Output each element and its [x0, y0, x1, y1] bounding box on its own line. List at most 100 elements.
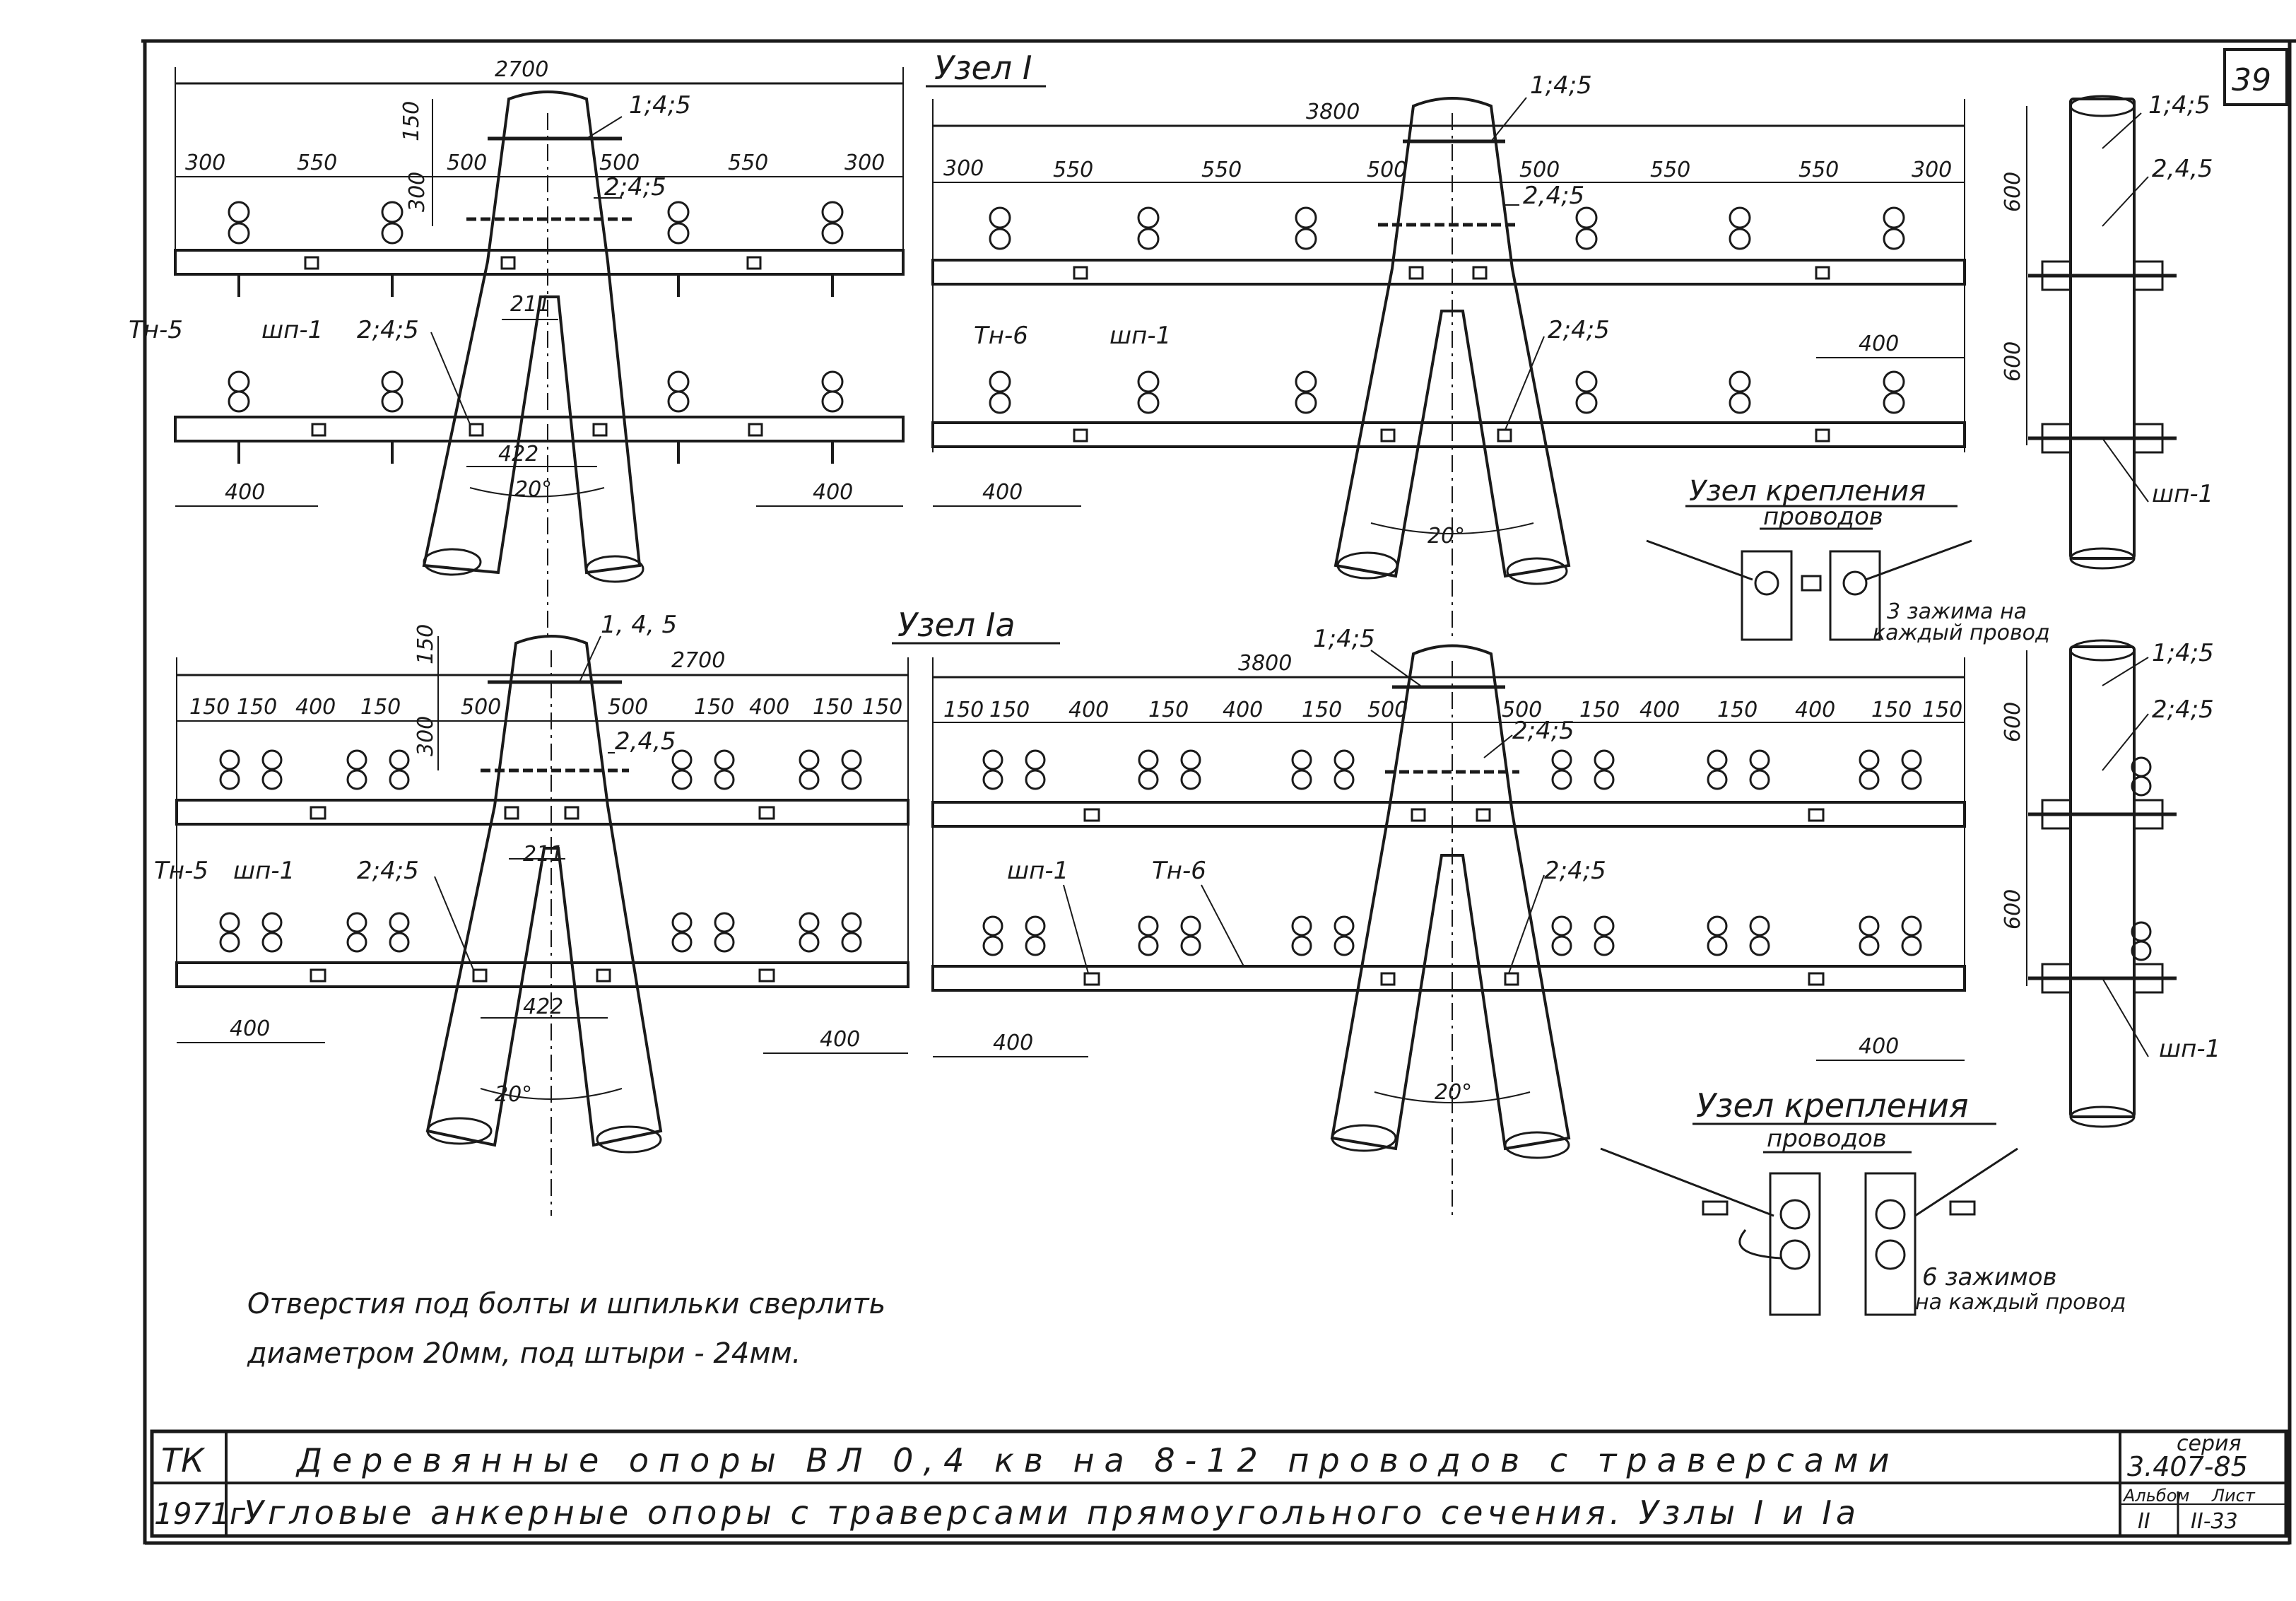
dim-4: 150 [360, 695, 401, 720]
label-tn: Тн-5 [154, 857, 208, 885]
callout-bolt2: 2,4,5 [615, 727, 676, 756]
vdim-150: 150 [399, 101, 424, 141]
node-title-top: Узел I [934, 49, 1032, 87]
callout-2: 2,4,5 [2152, 155, 2213, 183]
dim-3: 500 [447, 151, 487, 175]
width-dim: 2700 [495, 57, 548, 82]
dim-6: 300 [844, 151, 885, 175]
album-label: Альбом [2122, 1486, 2190, 1506]
callout-top-bolt: 1;4;5 [1313, 625, 1375, 653]
callout-top-bolt: 1, 4, 5 [601, 611, 677, 639]
callout-top-bolt: 1;4;5 [629, 91, 691, 119]
width-dim: 3800 [1306, 100, 1360, 124]
vdim-300: 300 [413, 716, 438, 756]
dim-4: 150 [1148, 698, 1189, 722]
callout-dist: 211 [523, 842, 563, 867]
callout-bolt3: 2;4;5 [357, 857, 419, 885]
callout-dist: 211 [510, 292, 551, 317]
series-label: серия [2177, 1431, 2242, 1456]
sub-title: Угловые анкерные опоры с траверсами прям… [244, 1494, 1860, 1532]
dim-5: 400 [1223, 698, 1263, 722]
dim-11: 150 [1717, 698, 1758, 722]
vdim-300: 300 [405, 172, 430, 212]
bottom-side-view: 600 600 1;4;5 2;4;5 шп-1 [2001, 639, 2220, 1128]
callout-top-bolt: 1;4;5 [1530, 71, 1592, 100]
top-side-view: 600 600 1;4;5 2,4,5 шп-1 [2001, 91, 2213, 570]
dim-5: 500 [461, 695, 501, 720]
dim-1: 150 [189, 695, 230, 720]
dim-1: 300 [943, 156, 984, 181]
dim-2: 550 [1053, 158, 1093, 182]
dim-7: 500 [1367, 698, 1408, 722]
bottom-left-dim: 400 [225, 480, 265, 505]
bottom-left-assembly: 2700 150 150 400 150 500 500 150 400 150… [154, 611, 909, 1216]
callout-1: 1;4;5 [2152, 639, 2214, 667]
dim-2: 150 [237, 695, 277, 720]
label-shp: шп-1 [233, 857, 295, 885]
callout-bolt3: 2;4;5 [357, 316, 419, 344]
top-left-assembly: 2700 300 550 500 500 550 300 150 300 [129, 57, 905, 636]
series-value: 3.407-85 [2127, 1451, 2248, 1482]
bottom-left-dim: 400 [993, 1031, 1033, 1055]
dim-3: 550 [1201, 158, 1242, 182]
note-line-1: Отверстия под болты и шпильки сверлить [247, 1288, 885, 1320]
label-tn: Тн-5 [129, 316, 183, 344]
insulator-row-bottom [228, 370, 844, 413]
callout-2: 2;4;5 [2152, 696, 2214, 724]
year: 1971г. [154, 1496, 254, 1531]
vdim-2: 600 [2001, 889, 2025, 929]
dim-4: 500 [1367, 158, 1407, 182]
gap-dim: 422 [498, 442, 538, 467]
bottom-right-dim: 400 [820, 1027, 860, 1052]
vdim-150: 150 [413, 624, 438, 664]
angle: 20° [1427, 524, 1465, 549]
insulator-row-top [989, 206, 1905, 250]
label-shp: шп-1 [1109, 322, 1171, 350]
mid-dim-400: 400 [1859, 332, 1899, 356]
callout-bolt3: 2;4;5 [1544, 857, 1606, 885]
bottom-left-dim: 400 [982, 480, 1023, 505]
detail-note-2: каждый провод [1873, 621, 2050, 645]
dim-9: 150 [813, 695, 853, 720]
callout-bolt2: 2;4;5 [1512, 717, 1574, 745]
vdim-1: 600 [2001, 172, 2025, 212]
dim-1: 300 [185, 151, 225, 175]
label-tn: Тн-6 [974, 322, 1028, 350]
bottom-right-assembly: 3800 1;4;5 150 150 400 150 400 150 500 5… [931, 625, 1966, 1216]
dim-4: 500 [599, 151, 640, 175]
top-right-assembly: 3800 300 550 550 500 500 550 550 300 [931, 71, 1966, 636]
dim-6: 550 [1650, 158, 1690, 182]
width-dim: 3800 [1238, 651, 1292, 676]
label-shp: шп-1 [1007, 857, 1068, 885]
dim-2: 550 [297, 151, 337, 175]
bottom-right-dim: 400 [813, 480, 853, 505]
detail-subtitle: проводов [1767, 1125, 1887, 1153]
dim-1: 150 [943, 698, 984, 722]
insulator-row-top [219, 749, 862, 790]
angle: 20° [1435, 1080, 1472, 1105]
bottom-right-dim: 400 [1859, 1034, 1899, 1059]
vdim-2: 600 [2001, 341, 2025, 382]
title-block: ТК 1971г. Деревянные опоры ВЛ 0,4 кв на … [150, 1429, 2288, 1538]
org: ТК [161, 1441, 206, 1479]
label-tn: Тн-6 [1152, 857, 1206, 885]
dim-9: 150 [1579, 698, 1620, 722]
dim-13: 150 [1871, 698, 1912, 722]
detail-note-2: на каждый провод [1915, 1290, 2126, 1315]
dim-12: 400 [1795, 698, 1835, 722]
angle: 20° [514, 477, 552, 502]
dim-8: 400 [749, 695, 789, 720]
callout-bolt2: 2,4;5 [1523, 182, 1584, 210]
callout-bolt3: 2;4;5 [1548, 316, 1610, 344]
dim-6: 150 [1302, 698, 1342, 722]
dim-10: 150 [862, 695, 902, 720]
sheet-number: 39 [2232, 62, 2271, 98]
dim-5: 500 [1519, 158, 1560, 182]
dim-7: 550 [1798, 158, 1839, 182]
vdim-1: 600 [2001, 702, 2025, 742]
callout-bolt2: 2;4;5 [604, 173, 666, 201]
dim-3: 400 [1068, 698, 1109, 722]
insulator-row-bottom [982, 915, 1922, 956]
detail-subtitle: проводов [1763, 503, 1883, 531]
